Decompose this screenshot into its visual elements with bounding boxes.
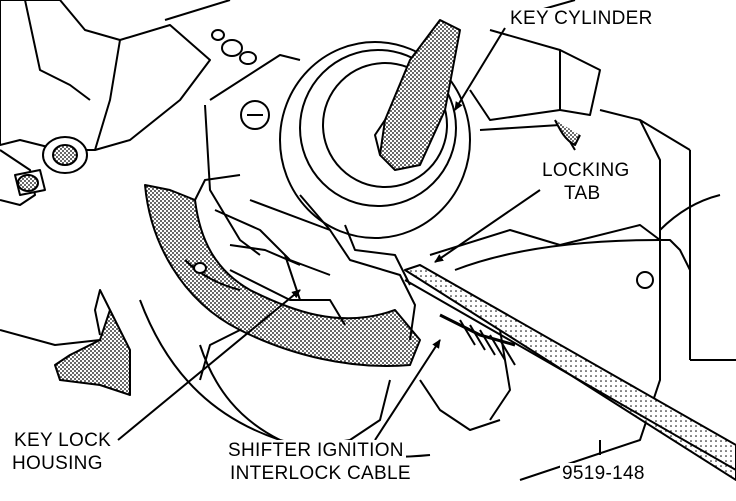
key-lock-housing: [144, 184, 421, 367]
interlock-cable: [404, 264, 736, 481]
leader-interlock-cable: [374, 339, 441, 441]
label-locking-tab-line2: TAB: [562, 183, 603, 204]
label-locking-tab-line1: LOCKING: [540, 160, 632, 181]
key: [379, 19, 461, 171]
label-interlock-cable-line2: INTERLOCK CABLE: [228, 463, 413, 484]
label-key-lock-housing-line2: HOUSING: [10, 453, 105, 474]
leader-locking-tab: [434, 189, 541, 263]
label-key-cylinder: KEY CYLINDER: [508, 8, 655, 29]
label-key-lock-housing-line1: KEY LOCK: [12, 430, 114, 451]
leader-key-lock-housing: [117, 289, 301, 441]
figure-number: 9519-148: [560, 463, 647, 484]
label-interlock-cable-line1: SHIFTER IGNITION: [226, 440, 406, 461]
column-bracket: [0, 0, 211, 151]
leader-key-cylinder: [454, 27, 506, 111]
lower-bracket: [54, 289, 131, 396]
